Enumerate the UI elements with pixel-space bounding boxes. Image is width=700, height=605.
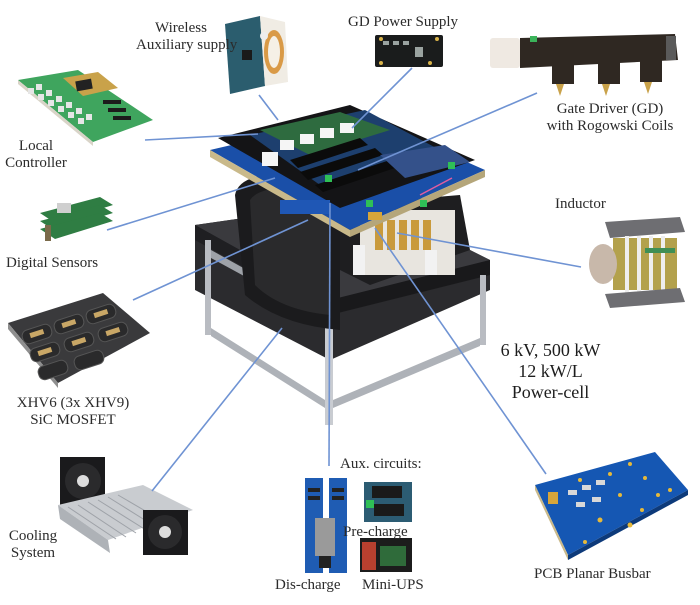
label-pre-charge: Pre-charge [343, 524, 408, 541]
label-mini-ups: Mini-UPS [362, 577, 424, 594]
inductor-image [589, 217, 685, 308]
power-cell-assembly [195, 105, 490, 425]
label-gate-driver: Gate Driver (GD) with Rogowski Coils [540, 101, 680, 135]
gate-driver-image [490, 34, 678, 96]
label-aux-circuits-title: Aux. circuits: [340, 456, 422, 473]
label-power-cell-specs: 6 kV, 500 kW 12 kW/L Power-cell [488, 340, 613, 403]
label-line: System [10, 545, 56, 561]
label-line: Wireless [155, 20, 207, 36]
label-line: Dis-charge [275, 577, 341, 593]
label-line: Cooling [8, 528, 58, 544]
label-wireless-supply: Wireless Auxiliary supply [136, 20, 238, 54]
label-line: GD Power Supply [348, 14, 459, 30]
label-line: Pre-charge [343, 524, 408, 540]
spec-power-density: 12 kW/L [518, 361, 583, 381]
spec-name: Power-cell [511, 382, 590, 402]
aux-circuits-image [305, 478, 412, 573]
label-dis-charge: Dis-charge [275, 577, 341, 594]
sic-mosfet-image [8, 293, 150, 388]
gd-power-supply-image [375, 35, 443, 67]
label-line: Digital Sensors [6, 255, 99, 271]
wireless-supply-image [225, 16, 288, 94]
label-line: Local [18, 138, 54, 154]
spec-voltage-power: 6 kV, 500 kW [500, 340, 601, 360]
label-inductor: Inductor [555, 196, 606, 213]
label-line: with Rogowski Coils [546, 118, 674, 134]
label-line: Mini-UPS [362, 577, 424, 593]
label-line: XHV6 (3x XHV9) [16, 395, 130, 411]
label-digital-sensors: Digital Sensors [6, 255, 98, 272]
label-line: Aux. circuits: [340, 456, 422, 472]
label-local-controller: Local Controller [0, 138, 72, 172]
pcb-busbar-image [535, 452, 688, 560]
cooling-system-image [58, 457, 193, 555]
digital-sensors-image [40, 197, 113, 241]
label-line: Controller [5, 155, 67, 171]
label-line: Auxiliary supply [136, 37, 238, 53]
label-line: Inductor [555, 196, 606, 212]
label-line: SiC MOSFET [30, 412, 116, 428]
label-gd-power-supply: GD Power Supply [348, 14, 458, 31]
label-line: PCB Planar Busbar [534, 566, 651, 582]
label-cooling-system: Cooling System [4, 528, 62, 562]
label-sic-mosfet: XHV6 (3x XHV9) SiC MOSFET [8, 395, 138, 429]
label-line: Gate Driver (GD) [556, 101, 664, 117]
local-controller-image [18, 70, 153, 146]
label-pcb-busbar: PCB Planar Busbar [534, 566, 651, 583]
